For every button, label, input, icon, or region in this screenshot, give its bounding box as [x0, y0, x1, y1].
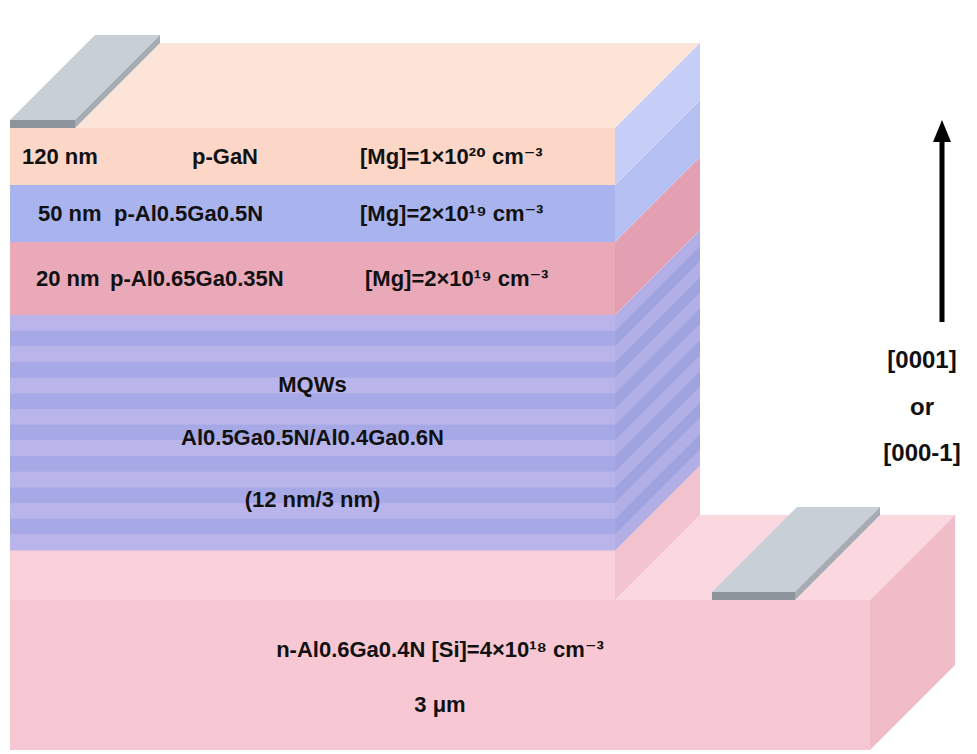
base-front-face — [10, 600, 870, 750]
mqw-stripe — [10, 409, 615, 425]
arrow-head — [933, 120, 951, 142]
pgan-front — [10, 128, 615, 185]
layer-text: p-GaN — [192, 144, 258, 169]
mqw-stripe — [10, 519, 615, 535]
mqw-stripe — [10, 456, 615, 472]
p-contact-top — [10, 35, 160, 120]
layer-text: Al0.5Ga0.5N/Al0.4Ga0.6N — [10, 425, 615, 450]
n-contact-front — [712, 592, 795, 600]
mqw-layer: MQWsAl0.5Ga0.5N/Al0.4Ga0.6N (12 nm/3 nm) — [10, 315, 615, 550]
layer-text: 20 nm — [36, 266, 100, 291]
layer-text: MQWs — [10, 372, 615, 397]
p-gan-layer: 120 nm p-GaN [Mg]=1×10²⁰ cm⁻³ — [10, 128, 615, 185]
p-algan-ebl-layer: 20 nm p-Al0.65Ga0.35N [Mg]=2×10¹⁹ cm⁻³ — [10, 242, 615, 315]
n-contact-top — [712, 507, 880, 592]
mqw-stripe-side — [615, 434, 700, 535]
base-side-face — [870, 515, 955, 750]
n-contact-side — [795, 507, 880, 600]
layer-text: p-Al0.65Ga0.35N — [110, 266, 284, 291]
direction-label: [0001] — [872, 346, 972, 374]
p-algan-layer: 50 nm p-Al0.5Ga0.5N [Mg]=2×10¹⁹ cm⁻³ — [10, 185, 615, 242]
layer-text: p-Al0.5Ga0.5N — [114, 201, 263, 226]
n-algan-layer: n-Al0.6Ga0.4N [Si]=4×10¹⁸ cm⁻³ 3 μm — [10, 600, 870, 750]
mqw-stripe — [10, 331, 615, 347]
layer-text: 120 nm — [22, 144, 98, 169]
p-contact-side — [75, 35, 160, 128]
direction-label: [000-1] — [872, 439, 972, 467]
direction-label: or — [872, 393, 972, 421]
mqw-stripes — [10, 230, 700, 551]
layer-text: [Mg]=1×10²⁰ cm⁻³ — [360, 144, 543, 169]
layer-text: [Mg]=2×10¹⁹ cm⁻³ — [360, 201, 543, 226]
layer-text: 3 μm — [10, 692, 870, 717]
layer-text: (12 nm/3 nm) — [10, 487, 615, 512]
layer-text: [Mg]=2×10¹⁹ cm⁻³ — [365, 266, 548, 291]
mqw-stripe — [10, 534, 615, 550]
mqw-stripe — [10, 472, 615, 488]
p-contact-front — [10, 120, 75, 128]
mqw-stripe-side — [615, 449, 700, 550]
direction-arrow — [940, 138, 945, 322]
pgan-side — [615, 43, 700, 185]
mesa-n-front — [10, 550, 615, 600]
cladding-front — [10, 185, 615, 242]
mqw-stripe — [10, 315, 615, 331]
ebl-front — [10, 242, 615, 315]
layer-text: n-Al0.6Ga0.4N [Si]=4×10¹⁸ cm⁻³ — [10, 637, 870, 662]
layer-text: 50 nm — [38, 201, 102, 226]
mqw-stripe — [10, 346, 615, 362]
